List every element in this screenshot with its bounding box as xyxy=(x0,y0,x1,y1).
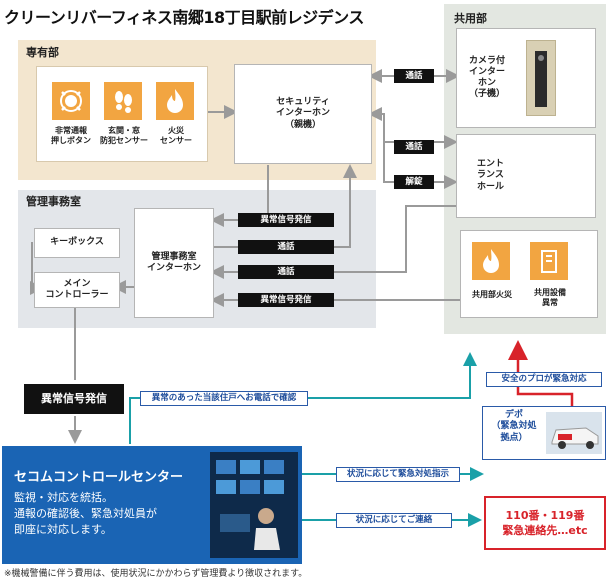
phone-confirm-label: 異常のあった当該住戸へお電話で確認 xyxy=(140,391,308,406)
camera-intercom-device-icon xyxy=(526,40,556,116)
contact-label: 状況に応じてご連絡 xyxy=(336,513,452,528)
control-room-photo xyxy=(210,452,298,558)
footnote: ※機械警備に伴う費用は、使用状況にかかわらず管理費より徴収されます。 xyxy=(4,569,308,579)
call-tag-2: 通話 xyxy=(394,140,434,154)
common-zone-label: 共用部 xyxy=(454,12,487,25)
control-center-title: セコムコントロールセンター xyxy=(14,470,184,485)
call-tag-3: 通話 xyxy=(238,240,334,254)
fire-sensor-label: 火災 センサー xyxy=(160,126,192,145)
camera-intercom-label: カメラ付 インター ホン （子機） xyxy=(469,55,506,100)
call-tag-1: 通話 xyxy=(394,69,434,83)
alarm-signal-main-tag: 異常信号発信 xyxy=(24,384,124,414)
entrance-hall-box: エント ランス ホール xyxy=(456,134,596,218)
fire-icon xyxy=(156,82,194,120)
depot-label: デポ （緊急対処 拠点） xyxy=(491,410,537,443)
control-center-description: 監視・対応を統括。 通報の確認後、緊急対処員が 即座に対応します。 xyxy=(14,491,157,536)
emergency-contact-label: 110番・119番 緊急連絡先…etc xyxy=(502,509,588,538)
unlock-tag: 解錠 xyxy=(394,175,434,189)
door-window-sensor-icon xyxy=(104,82,142,120)
main-controller-box: メイン コントローラー xyxy=(34,272,120,308)
alarm-signal-tag-2: 異常信号発信 xyxy=(238,293,334,307)
pro-dispatch-label: 安全のプロが緊急対応 xyxy=(486,372,602,387)
security-intercom-box: セキュリティ インターホン （親機） xyxy=(234,64,372,164)
key-box: キーボックス xyxy=(34,228,120,258)
door-window-sensor-label: 玄関・窓 防犯センサー xyxy=(100,126,148,145)
private-zone-label: 専有部 xyxy=(26,46,59,59)
entrance-hall-label: エント ランス ホール xyxy=(477,159,505,192)
call-tag-4: 通話 xyxy=(238,265,334,279)
common-fire-icon xyxy=(472,242,510,280)
emergency-alarm-icon xyxy=(52,82,90,120)
common-fire-label: 共用部火災 xyxy=(472,290,512,299)
emergency-contact-box xyxy=(484,496,606,550)
alarm-signal-tag-1: 異常信号発信 xyxy=(238,213,334,227)
emergency-alarm-label: 非常通報 押しボタン xyxy=(51,126,91,145)
management-zone-label: 管理事務室 xyxy=(26,195,81,208)
equipment-fault-label: 共用設備 異常 xyxy=(534,288,566,307)
page-title: クリーンリバーフィネス南郷18丁目駅前レジデンス xyxy=(4,8,364,27)
dispatch-order-label: 状況に応じて緊急対処指示 xyxy=(336,467,460,482)
security-car-icon xyxy=(546,412,602,454)
equipment-fault-icon xyxy=(530,242,568,280)
management-intercom-box: 管理事務室 インターホン xyxy=(134,208,214,318)
